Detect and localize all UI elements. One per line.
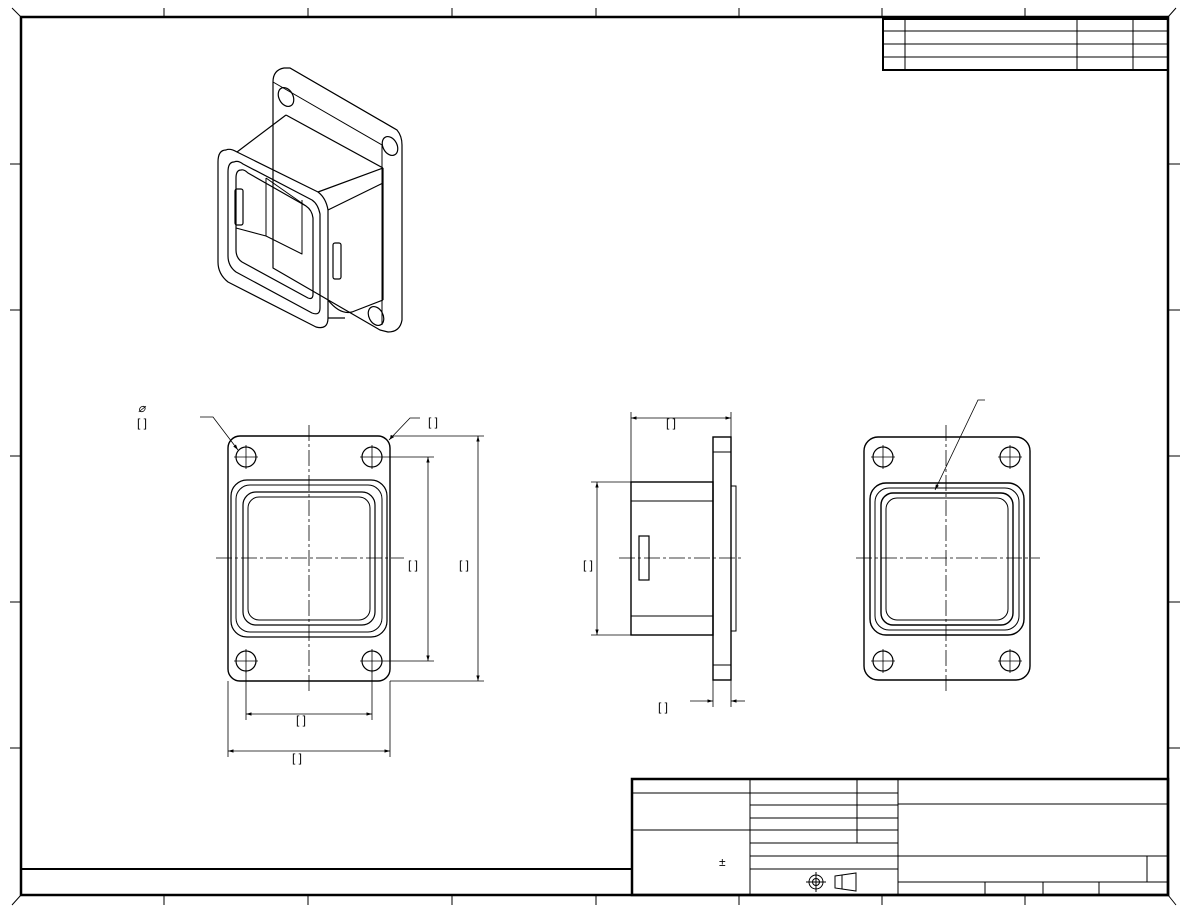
- corner-radius-label: [ ]: [428, 415, 438, 429]
- side-depth-label: [ ]: [666, 416, 676, 430]
- isometric-view: [217, 67, 403, 333]
- hole-diameter-label: [ ]: [137, 416, 147, 430]
- hole-diameter-symbol: ⌀: [138, 401, 147, 415]
- title-block: [630, 777, 1170, 897]
- flange-height-label: [ ]: [459, 558, 469, 572]
- bolt-spacing-horizontal-label: [ ]: [296, 713, 306, 727]
- sheet-border: [10, 7, 1180, 906]
- side-height-label: [ ]: [583, 558, 593, 572]
- third-angle-projection-icon: [806, 872, 857, 892]
- rear-view: [856, 399, 1040, 692]
- flange-thickness-label: [ ]: [658, 700, 668, 714]
- flange-width-label: [ ]: [292, 751, 302, 765]
- revision-table: [882, 18, 1169, 71]
- side-view: [591, 412, 745, 707]
- bolt-spacing-vertical-label: [ ]: [408, 558, 418, 572]
- front-view: [200, 416, 484, 757]
- title-block-center-mark: ±: [719, 855, 726, 869]
